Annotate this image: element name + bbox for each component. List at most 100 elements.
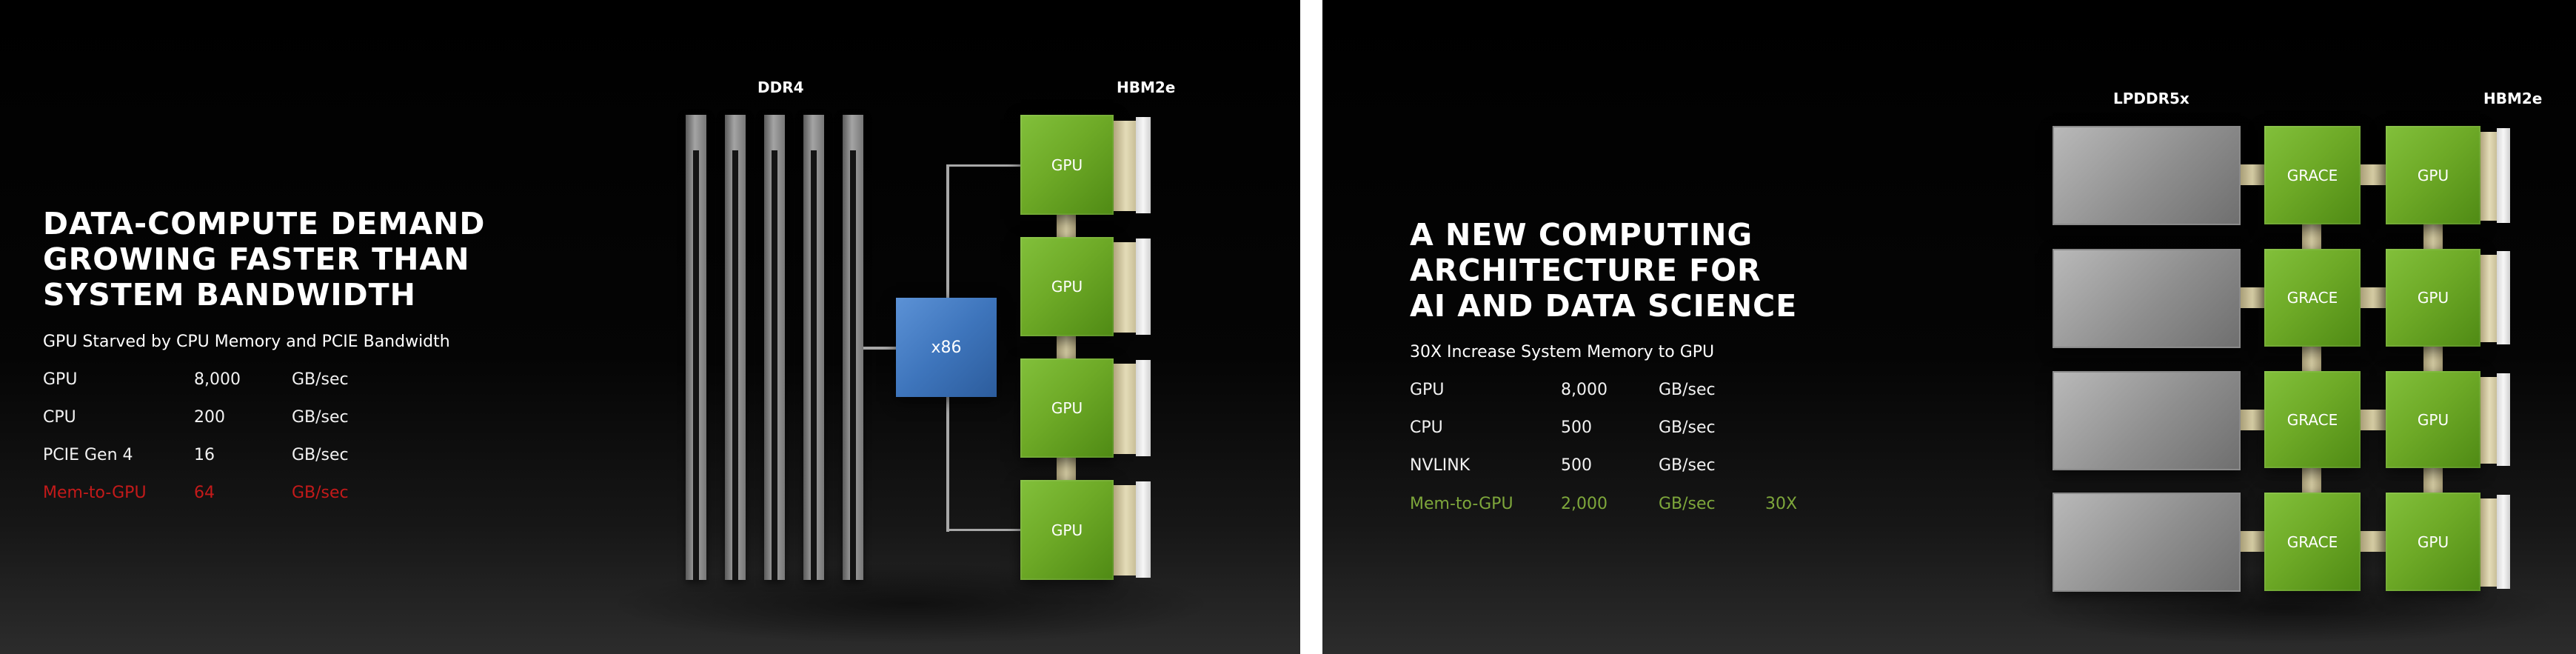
hbm-stack [1114,364,1136,454]
ddr4-label: DDR4 [757,79,804,96]
grace-cpu-chip: GRACE [2264,371,2361,468]
row-name: PCIE Gen 4 [43,446,133,464]
lpddr5x-label: LPDDR5x [2113,90,2189,107]
grace-label: GRACE [2286,533,2338,551]
hbm-label: HBM2e [2483,90,2543,107]
grace-label: GRACE [2286,410,2338,429]
grace-link [2302,347,2321,371]
memory-link [2241,164,2264,185]
lpddr5x-memory [2053,126,2241,225]
pcie-wire-gpu-1 [946,164,1020,167]
hbm-plate [2497,251,2510,344]
hbm-plate [1136,481,1151,578]
gpu-link [2423,468,2443,493]
row-value: 8,000 [1561,381,1608,399]
row-name: CPU [43,408,76,427]
memory-link [2241,531,2264,552]
slide-left-x86-architecture: DATA-COMPUTE DEMAND GROWING FASTER THAN … [0,0,1300,654]
hbm-plate [2497,373,2510,466]
gpu-link [2423,224,2443,249]
hbm-plate [1136,360,1151,456]
row-name: NVLINK [1410,456,1471,475]
gpu-chip: GPU [1020,237,1114,336]
row-name: CPU [1410,418,1443,437]
nvlink-c2c [2361,410,2386,430]
row-unit: GB/sec [1659,495,1716,513]
gpu-chip: GPU [2386,126,2480,224]
gpu-label: GPU [2417,410,2449,429]
cpu-label: x86 [931,338,962,357]
gpu-chip: GPU [2386,493,2480,591]
pcie-wire-gpu-4 [946,529,1020,531]
row-value: 2,000 [1561,495,1608,513]
nvlink-bridge [1057,336,1076,358]
ddr4-dimm [725,115,746,580]
memory-link [2241,287,2264,308]
nvlink-c2c [2361,531,2386,552]
gpu-chip: GPU [1020,115,1114,215]
row-value: 64 [194,484,215,502]
memory-link [2241,410,2264,430]
lpddr5x-memory [2053,493,2241,592]
x86-cpu-chip: x86 [896,298,997,397]
gpu-chip: GPU [2386,249,2480,347]
nvlink-bridge [1057,215,1076,237]
nvlink-c2c [2361,164,2386,185]
grace-cpu-chip: GRACE [2264,126,2361,224]
slide-title: A NEW COMPUTING ARCHITECTURE FOR AI AND … [1410,217,1798,324]
hbm-stack [1114,485,1136,575]
gpu-label: GPU [2417,533,2449,551]
slide-title: DATA-COMPUTE DEMAND GROWING FASTER THAN … [43,206,486,313]
grace-label: GRACE [2286,166,2338,184]
lpddr5x-memory [2053,249,2241,348]
ddr4-dimm [686,115,706,580]
row-unit: GB/sec [292,408,349,427]
ddr4-dimm [803,115,824,580]
grace-cpu-chip: GRACE [2264,493,2361,591]
row-value: 500 [1561,456,1592,475]
hbm-plate [1136,238,1151,335]
gpu-label: GPU [2417,289,2449,307]
hbm-stack [2480,132,2497,221]
gpu-chip: GPU [2386,371,2480,468]
row-unit: GB/sec [1659,456,1716,475]
row-name: GPU [43,370,78,389]
row-name: Mem-to-GPU [43,484,147,502]
nvlink-bridge [1057,458,1076,480]
gpu-chip: GPU [1020,358,1114,458]
row-value: 200 [194,408,225,427]
lpddr5x-memory [2053,371,2241,470]
row-unit: GB/sec [1659,418,1716,437]
gpu-label: GPU [1051,156,1083,174]
row-unit: GB/sec [292,446,349,464]
hbm-label: HBM2e [1117,79,1176,96]
gpu-link [2423,347,2443,371]
grace-link [2302,468,2321,493]
gpu-label: GPU [1051,278,1083,296]
gpu-chip: GPU [1020,480,1114,580]
hbm-plate [2497,128,2510,223]
grace-cpu-chip: GRACE [2264,249,2361,347]
row-unit: GB/sec [1659,381,1716,399]
gpu-label: GPU [1051,521,1083,539]
slide-right-grace-architecture: A NEW COMPUTING ARCHITECTURE FOR AI AND … [1322,0,2576,654]
grace-label: GRACE [2286,289,2338,307]
ddr4-dimm [764,115,785,580]
hbm-stack [1114,121,1136,211]
row-name: GPU [1410,381,1445,399]
gpu-label: GPU [2417,166,2449,184]
slide-subtitle: 30X Increase System Memory to GPU [1410,343,1715,361]
row-value: 16 [194,446,215,464]
row-value: 500 [1561,418,1592,437]
hbm-plate [2497,495,2510,589]
row-unit: GB/sec [292,370,349,389]
grace-link [2302,224,2321,249]
gpu-label: GPU [1051,399,1083,417]
hbm-stack [1114,242,1136,333]
row-multiplier: 30X [1765,495,1798,513]
hbm-stack [2480,255,2497,342]
row-value: 8,000 [194,370,241,389]
ddr4-dimm [843,115,863,580]
ddr4-cpu-wire [863,347,896,350]
slide-subtitle: GPU Starved by CPU Memory and PCIE Bandw… [43,333,450,351]
